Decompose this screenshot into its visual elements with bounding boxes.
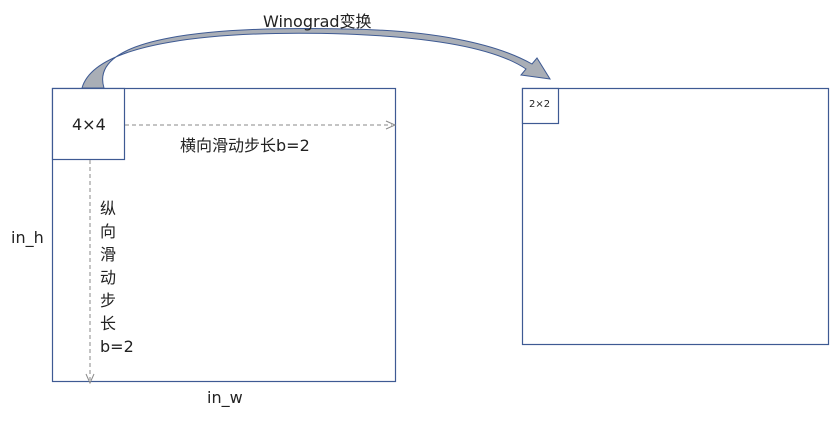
vertical-stride-char: 向 — [100, 222, 117, 241]
vertical-stride-arrowhead — [85, 373, 95, 385]
vertical-stride-char: 长 — [100, 314, 117, 333]
vertical-stride-char: b=2 — [100, 337, 134, 356]
vertical-stride-char: 步 — [100, 291, 117, 310]
output-tile-box — [521, 87, 560, 125]
output-tile-label: 2×2 — [529, 99, 551, 110]
winograd-transform-arrow — [81, 28, 551, 89]
input-height-label: in_h — [11, 228, 44, 247]
horizontal-stride-arrowhead — [385, 120, 397, 130]
vertical-stride-char: 动 — [100, 268, 117, 287]
vertical-stride-char: 纵 — [100, 199, 117, 218]
input-width-label: in_w — [207, 388, 243, 407]
horizontal-stride-label: 横向滑动步长b=2 — [180, 136, 310, 155]
winograd-transform-label: Winograd变换 — [263, 12, 372, 31]
vertical-stride-label: 纵 向 滑 动 步 长 b=2 — [100, 197, 134, 358]
input-feature-map — [51, 87, 397, 383]
input-tile-label: 4×4 — [72, 115, 106, 134]
vertical-stride-char: 滑 — [100, 245, 117, 264]
output-feature-map — [521, 87, 830, 346]
